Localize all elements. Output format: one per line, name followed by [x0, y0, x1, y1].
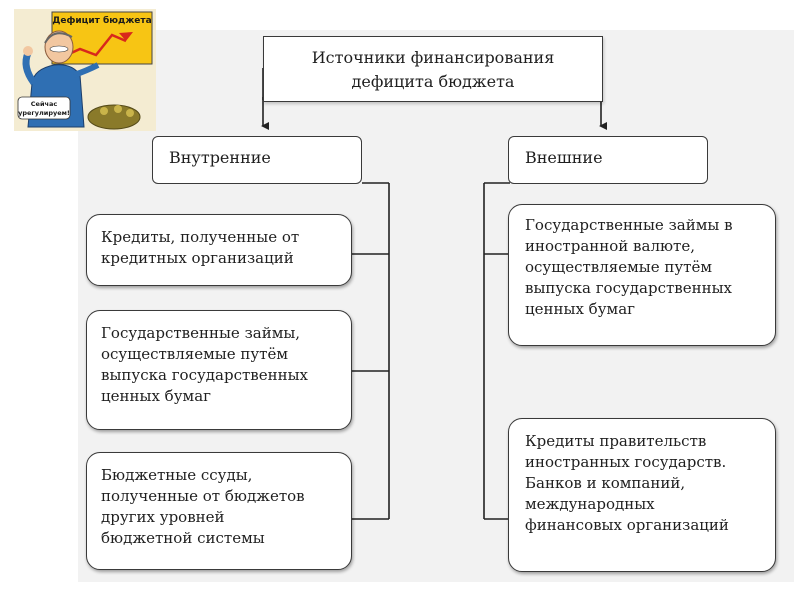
text-line: кредитных организаций [101, 249, 294, 267]
text-line: иностранных государств. [525, 453, 727, 471]
text-line: полученные от бюджетов [101, 487, 305, 505]
text-line: ценных бумаг [525, 300, 636, 318]
internal-header-label: Внутренние [169, 148, 271, 167]
text-line: ценных бумаг [101, 387, 212, 405]
title-line-2: дефицита бюджета [351, 72, 515, 91]
cartoon-illustration: Дефицит бюджета Сейчас урегулируем! [14, 9, 156, 131]
text-line: Государственные займы в [525, 216, 733, 234]
internal-item-state-loans: Государственные займы, осуществляемые пу… [86, 310, 352, 430]
text-line: выпуска государственных [525, 279, 733, 297]
external-item-government-credits: Кредиты правительств иностранных государ… [508, 418, 776, 572]
speech-bubble [17, 96, 71, 120]
text-line: Кредиты правительств [525, 432, 707, 450]
internal-item-credits: Кредиты, полученные от кредитных организ… [86, 214, 352, 286]
internal-header: Внутренние [152, 136, 362, 184]
speech-line-2: урегулируем! [18, 109, 70, 117]
text-line: осуществляемые путём [525, 258, 713, 276]
internal-item-budget-loans: Бюджетные ссуды, полученные от бюджетов … [86, 452, 352, 570]
text-line: международных [525, 495, 655, 513]
text-line: других уровней [101, 508, 225, 526]
text-line: Кредиты, полученные от [101, 228, 300, 246]
text-line: Бюджетные ссуды, [101, 466, 253, 484]
text-line: бюджетной системы [101, 529, 265, 547]
external-item-foreign-loans: Государственные займы в иностранной валю… [508, 204, 776, 346]
external-header: Внешние [508, 136, 708, 184]
money-bag-icon [87, 104, 141, 130]
text-line: Банков и компаний, [525, 474, 686, 492]
external-header-label: Внешние [525, 148, 603, 167]
sign-text: Дефицит бюджета [52, 15, 151, 26]
speech-line-1: Сейчас [31, 100, 58, 108]
text-line: осуществляемые путём [101, 345, 289, 363]
text-line: Государственные займы, [101, 324, 301, 342]
diagram-title-box: Источники финансирования дефицита бюджет… [263, 36, 603, 102]
text-line: выпуска государственных [101, 366, 309, 384]
title-line-1: Источники финансирования [311, 48, 555, 67]
text-line: финансовых организаций [525, 516, 729, 534]
text-line: иностранной валюте, [525, 237, 695, 255]
